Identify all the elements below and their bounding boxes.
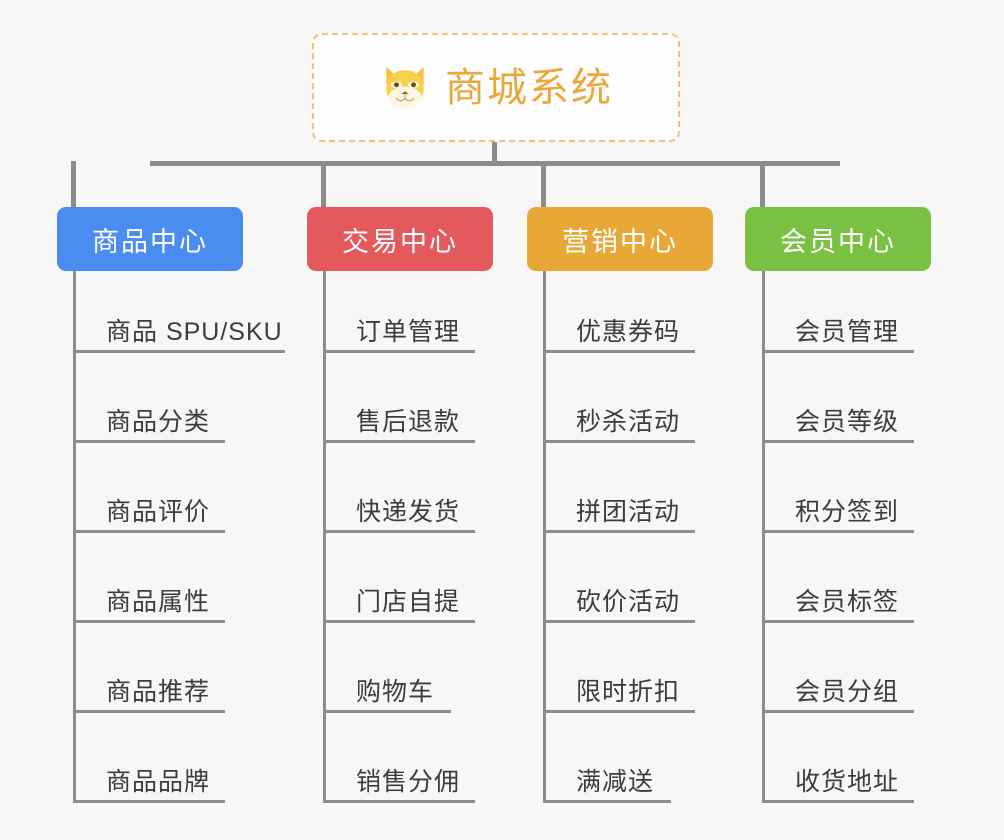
shiba-dog-face-icon — [386, 66, 424, 108]
leaf-label: 会员标签 — [795, 587, 900, 616]
leaf-label: 满减送 — [576, 767, 655, 796]
leaf-item[interactable]: 门店自提 — [323, 533, 475, 623]
leaf-item[interactable]: 拼团活动 — [543, 443, 695, 533]
leaf-item[interactable]: 秒杀活动 — [543, 353, 695, 443]
leaf-label: 商品推荐 — [106, 677, 211, 706]
connector-horizontal-bus — [150, 161, 840, 166]
leaf-item[interactable]: 订单管理 — [323, 263, 475, 353]
leaf-item[interactable]: 限时折扣 — [543, 623, 695, 713]
leaf-label: 购物车 — [356, 677, 435, 706]
leaf-item[interactable]: 积分签到 — [762, 443, 914, 533]
leaf-item[interactable]: 会员分组 — [762, 623, 914, 713]
leaf-item[interactable]: 售后退款 — [323, 353, 475, 443]
leaf-label: 商品属性 — [106, 587, 211, 616]
connector-drop-marketing-center — [541, 161, 546, 207]
leaf-label: 优惠券码 — [576, 317, 681, 346]
leaf-item[interactable]: 砍价活动 — [543, 533, 695, 623]
leaf-label: 会员分组 — [795, 677, 900, 706]
leaf-label: 快递发货 — [356, 497, 461, 526]
leaf-label: 限时折扣 — [576, 677, 681, 706]
leaf-item[interactable]: 满减送 — [543, 713, 671, 803]
leaf-item[interactable]: 收货地址 — [762, 713, 914, 803]
leaf-item[interactable]: 商品分类 — [73, 353, 225, 443]
leaf-item[interactable]: 会员等级 — [762, 353, 914, 443]
connector-drop-member-center — [760, 161, 765, 207]
branch-spine-marketing-center — [543, 271, 546, 800]
leaf-item[interactable]: 购物车 — [323, 623, 451, 713]
leaf-label: 商品分类 — [106, 407, 211, 436]
branch-spine-product-center — [73, 271, 76, 800]
connector-drop-product-center — [71, 161, 76, 207]
leaf-item[interactable]: 会员标签 — [762, 533, 914, 623]
leaf-item[interactable]: 商品评价 — [73, 443, 225, 533]
root-node[interactable]: 商城系统 — [312, 33, 680, 142]
category-box-trade-center[interactable]: 交易中心 — [307, 207, 493, 271]
leaf-label: 拼团活动 — [576, 497, 681, 526]
leaf-label: 积分签到 — [795, 497, 900, 526]
branch-spine-trade-center — [323, 271, 326, 800]
leaf-label: 会员等级 — [795, 407, 900, 436]
leaf-item[interactable]: 商品推荐 — [73, 623, 225, 713]
leaf-item[interactable]: 商品属性 — [73, 533, 225, 623]
connector-drop-trade-center — [321, 161, 326, 207]
category-box-member-center[interactable]: 会员中心 — [745, 207, 931, 271]
leaf-label: 商品评价 — [106, 497, 211, 526]
leaf-item[interactable]: 优惠券码 — [543, 263, 695, 353]
leaf-label: 销售分佣 — [356, 767, 461, 796]
leaf-item[interactable]: 快递发货 — [323, 443, 475, 533]
branch-spine-member-center — [762, 271, 765, 800]
category-box-product-center[interactable]: 商品中心 — [57, 207, 243, 271]
leaf-label: 商品 SPU/SKU — [106, 317, 283, 346]
leaf-item[interactable]: 商品品牌 — [73, 713, 225, 803]
connector-root-drop — [492, 142, 497, 163]
leaf-item[interactable]: 销售分佣 — [323, 713, 475, 803]
leaf-label: 售后退款 — [356, 407, 461, 436]
category-box-marketing-center[interactable]: 营销中心 — [527, 207, 713, 271]
leaf-label: 订单管理 — [356, 317, 461, 346]
leaf-item[interactable]: 会员管理 — [762, 263, 914, 353]
leaf-label: 商品品牌 — [106, 767, 211, 796]
leaf-label: 收货地址 — [795, 767, 900, 796]
leaf-item[interactable]: 商品 SPU/SKU — [73, 263, 285, 353]
leaf-label: 砍价活动 — [576, 587, 681, 616]
leaf-label: 门店自提 — [356, 587, 461, 616]
leaf-label: 秒杀活动 — [576, 407, 681, 436]
root-title: 商城系统 — [445, 65, 613, 110]
leaf-label: 会员管理 — [795, 317, 900, 346]
